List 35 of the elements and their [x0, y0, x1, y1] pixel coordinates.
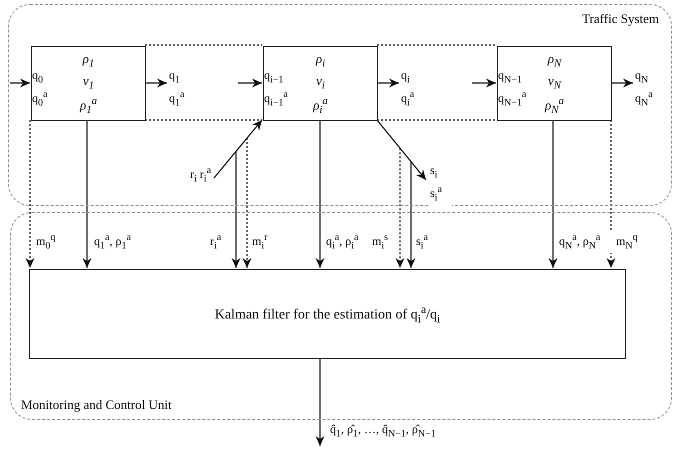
box-text: Kalman filter for the estimation of q$_{i}$$^{a}$/q$_{i}$	[214, 302, 440, 326]
arrow	[26, 120, 34, 268]
arrow	[472, 78, 496, 88]
road-cell-box	[497, 46, 612, 121]
connector-line	[377, 44, 496, 46]
arrow	[406, 162, 416, 268]
variable-label: v$_{i}$	[316, 73, 325, 92]
arrow	[10, 78, 30, 88]
connector-line	[145, 119, 262, 121]
road-cell-box	[31, 46, 146, 121]
variable-label: v$_{N}$	[548, 73, 561, 92]
arrow	[376, 120, 426, 180]
arrow	[548, 120, 558, 268]
variable-label: ρ$_{1}$	[82, 50, 94, 70]
arrow	[238, 78, 262, 88]
arrow	[377, 78, 399, 88]
connector-line	[145, 44, 262, 46]
connector-line	[377, 119, 496, 121]
arrow	[82, 120, 92, 268]
arrow	[232, 151, 240, 268]
arrow	[611, 78, 633, 88]
arrow	[316, 358, 324, 446]
variable-label: v$_{1}$	[82, 73, 94, 92]
filter-box	[29, 269, 626, 359]
arrow	[145, 78, 167, 88]
arrow	[316, 120, 324, 268]
variable-label: ρ$_{N}$	[548, 50, 562, 70]
group-title: Traffic System	[582, 11, 659, 27]
arrow	[396, 148, 404, 268]
arrow	[214, 120, 262, 178]
group-title: Monitoring and Control Unit	[21, 397, 172, 413]
road-cell-box	[263, 46, 378, 121]
variable-label: ρ$_{i}$	[316, 50, 326, 70]
arrow	[242, 138, 252, 268]
arrow	[606, 120, 616, 268]
